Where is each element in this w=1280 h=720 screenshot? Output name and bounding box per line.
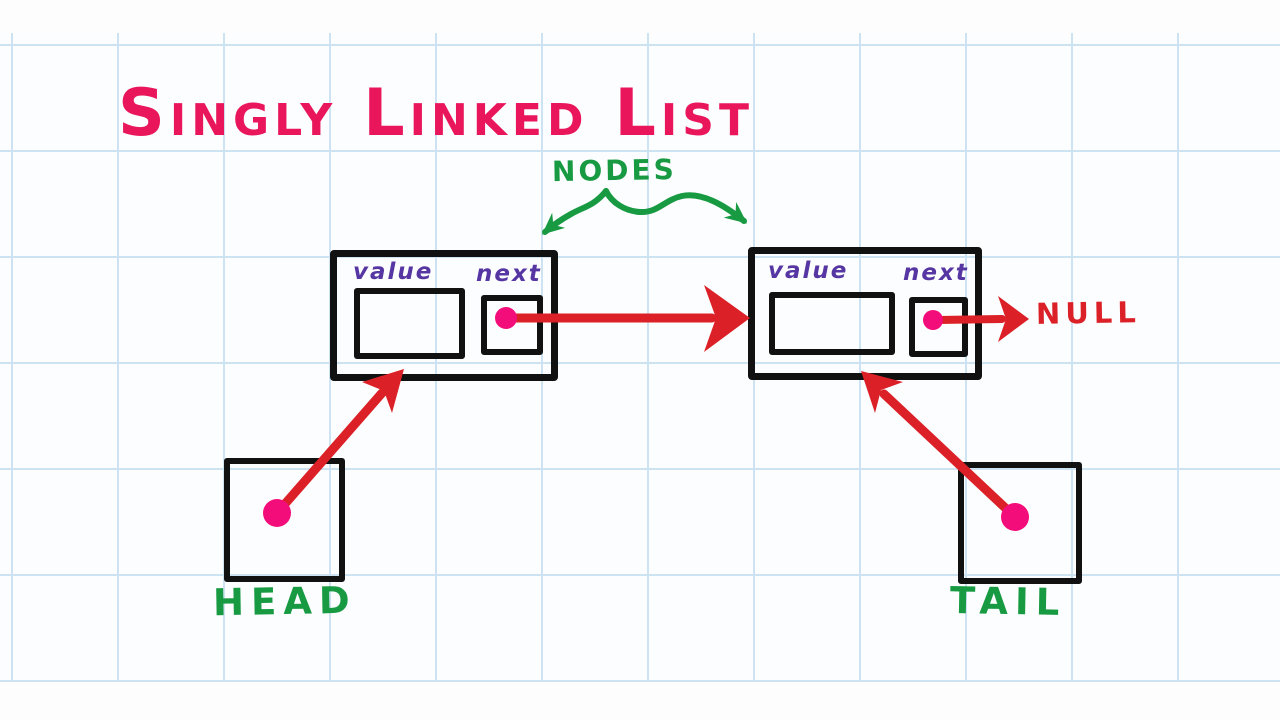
head-label: HEAD [212, 578, 357, 625]
node-1-value-box [354, 288, 465, 359]
grid-background [0, 33, 1280, 682]
node-1-next-box [481, 295, 543, 355]
nodes-annotation-label: NODES [551, 152, 678, 189]
node-2-next-box [909, 297, 968, 357]
node-1: value next [330, 250, 558, 381]
title-word-list: List [614, 76, 754, 151]
title-word-singly: Singly [118, 76, 338, 151]
node-1-next-label: next [476, 261, 542, 287]
null-label: NULL [1035, 295, 1142, 331]
node-1-value-label: value [353, 259, 434, 285]
tail-pointer-box [958, 462, 1082, 584]
node-2: value next [748, 247, 982, 380]
head-pointer-box [224, 458, 345, 582]
node-2-value-label: value [768, 258, 849, 284]
node-2-next-label: next [903, 260, 969, 286]
node-2-value-box [769, 292, 895, 355]
tail-label: TAIL [949, 578, 1067, 625]
title-word-linked: Linked [363, 76, 589, 151]
page-title: Singly Linked List [118, 76, 780, 151]
